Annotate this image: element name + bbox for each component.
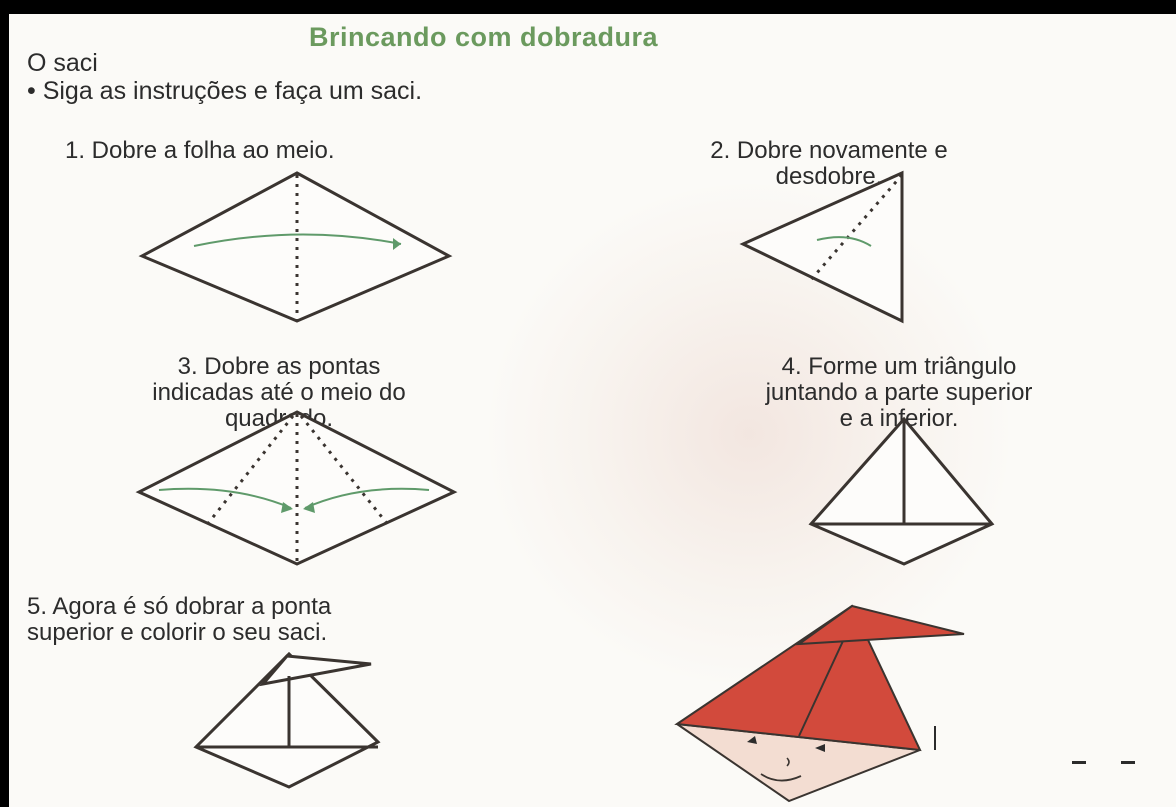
- scan-artifact-dash: [1072, 761, 1086, 764]
- saci-nose: [786, 757, 790, 767]
- step-4-line-1: 4. Forme um triângulo: [781, 353, 1017, 380]
- saci-eye-right: [815, 744, 825, 752]
- step-3-diagram: [135, 410, 458, 566]
- step-5-line-2: superior e colorir o seu saci.: [27, 619, 328, 646]
- saci-eye-left: [747, 736, 757, 744]
- saci-mouth: [760, 773, 802, 782]
- worksheet-page: Brincando com dobradura O saci • Siga as…: [9, 14, 1176, 807]
- step-2-line-1: 2. Dobre novamente e: [710, 137, 948, 164]
- saci-hat: [674, 604, 922, 752]
- step-1-text: 1. Dobre a folha ao meio.: [65, 137, 335, 164]
- step-2-line-2: desdobre.: [775, 163, 883, 190]
- step-5-text: 5. Agora é só dobrar a ponta superior e …: [27, 594, 331, 646]
- step-1-diagram: [138, 171, 453, 323]
- scan-artifact-mark: [934, 726, 936, 750]
- saci-hat-tip: [795, 604, 965, 646]
- step-4-line-2: juntando a parte superior: [765, 379, 1033, 406]
- saci-colored-diagram: [674, 604, 965, 803]
- step-4-diagram: [808, 416, 995, 566]
- instruction-text: • Siga as instruções e faça um saci.: [27, 77, 423, 105]
- page-title: Brincando com dobradura: [309, 22, 659, 52]
- arrow-head-icon: [303, 502, 315, 513]
- step-3-line-2: indicadas até o meio do: [152, 379, 406, 406]
- background-illustration-wash: [489, 184, 1009, 684]
- step-3-line-1: 3. Dobre as pontas: [177, 353, 381, 380]
- arrow-head-icon: [393, 238, 401, 250]
- subject-heading: O saci: [27, 49, 98, 77]
- step-5-line-1: 5. Agora é só dobrar a ponta: [27, 593, 332, 620]
- scan-artifact-dash: [1121, 761, 1135, 764]
- step-2-text: 2. Dobre novamente e desdobre.: [619, 138, 1039, 190]
- origami-diagrams: [135, 170, 995, 803]
- step-2-diagram: [739, 170, 904, 324]
- step-5-diagram-outline: [193, 651, 381, 789]
- arrow-head-icon: [281, 502, 293, 513]
